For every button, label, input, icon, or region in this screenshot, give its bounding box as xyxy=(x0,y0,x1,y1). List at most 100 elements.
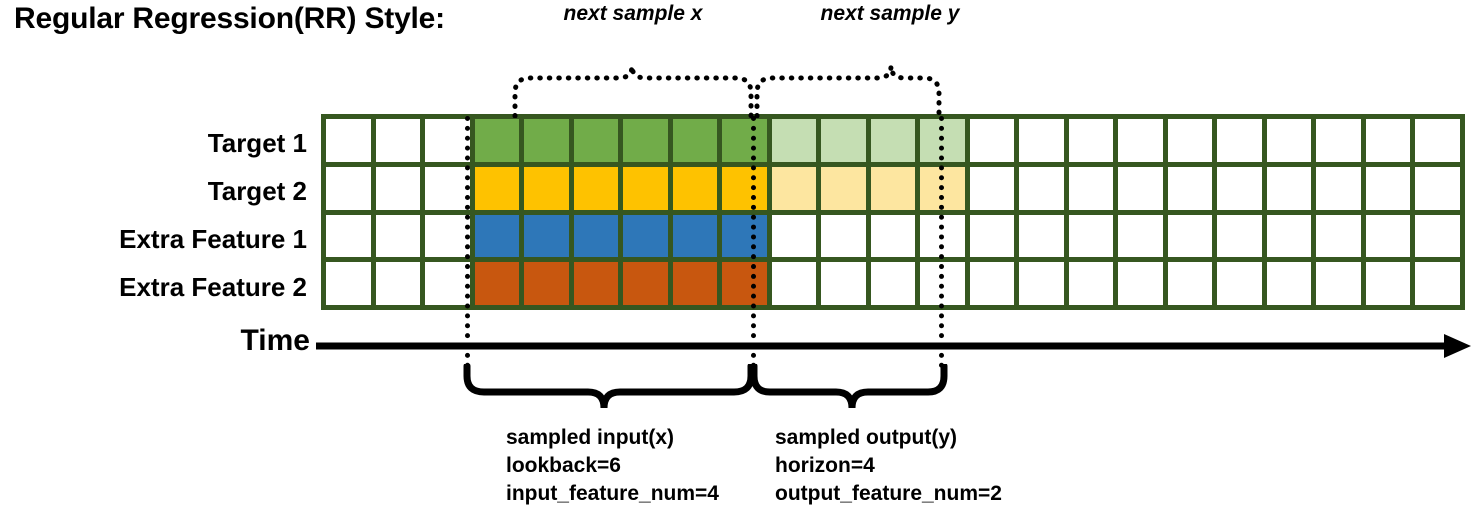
row-label-extra-feature-2: Extra Feature 2 xyxy=(119,272,307,302)
grid-cell-target-2-18 xyxy=(1217,166,1262,210)
grid-cell-extra-feature-2-8 xyxy=(722,262,767,305)
grid-cell-target-2-14 xyxy=(1019,166,1064,210)
grid-cell-target-2-1 xyxy=(375,166,421,210)
grid-cell-extra-feature-2-16 xyxy=(1118,262,1163,305)
grid-cell-extra-feature-2-9 xyxy=(771,262,817,305)
grid-cell-target-1-3 xyxy=(474,119,520,162)
grid-cell-target-2-5 xyxy=(573,166,619,210)
guide-input-start xyxy=(465,116,470,368)
next-sample-x-brace xyxy=(512,65,754,118)
grid-cell-target-2-9 xyxy=(771,166,817,210)
time-axis-arrow xyxy=(316,334,1471,358)
grid-cell-target-2-22 xyxy=(1415,166,1460,210)
grid-cell-target-2-15 xyxy=(1068,166,1114,210)
grid-cell-extra-feature-1-13 xyxy=(969,214,1015,258)
grid-cell-target-1-4 xyxy=(524,119,569,162)
row-label-target-1: Target 1 xyxy=(207,128,307,158)
grid-cell-target-2-0 xyxy=(326,166,371,210)
grid-cell-extra-feature-2-15 xyxy=(1068,262,1114,305)
grid-cell-extra-feature-1-0 xyxy=(326,214,371,258)
grid-cell-extra-feature-1-18 xyxy=(1217,214,1262,258)
grid-cell-target-1-1 xyxy=(375,119,421,162)
grid-cell-extra-feature-1-20 xyxy=(1316,214,1361,258)
grid-cell-extra-feature-2-22 xyxy=(1415,262,1460,305)
row-label-target-2: Target 2 xyxy=(207,176,307,206)
grid-cell-target-1-18 xyxy=(1217,119,1262,162)
next-sample-x-label: next sample x xyxy=(563,2,703,25)
grid-cell-target-1-21 xyxy=(1365,119,1411,162)
grid-cell-target-1-8 xyxy=(722,119,767,162)
time-axis-label: Time xyxy=(240,324,310,357)
grid-cell-extra-feature-1-21 xyxy=(1365,214,1411,258)
sampled-input-line-2: lookback=6 xyxy=(506,453,621,477)
grid-cell-target-1-17 xyxy=(1167,119,1213,162)
grid-cell-extra-feature-1-7 xyxy=(672,214,718,258)
grid-cell-extra-feature-2-20 xyxy=(1316,262,1361,305)
grid-cell-target-1-19 xyxy=(1266,119,1312,162)
grid-cell-extra-feature-1-22 xyxy=(1415,214,1460,258)
timeline-grid xyxy=(321,114,1465,310)
next-sample-y-label: next sample y xyxy=(820,2,960,25)
grid-cell-extra-feature-2-14 xyxy=(1019,262,1064,305)
grid-cell-extra-feature-1-6 xyxy=(623,214,668,258)
sampled-input-line-1: sampled input(x) xyxy=(506,426,675,449)
grid-cell-extra-feature-1-15 xyxy=(1068,214,1114,258)
grid-cell-target-1-15 xyxy=(1068,119,1114,162)
grid-cell-target-1-9 xyxy=(771,119,817,162)
grid-row-extra-feature-1 xyxy=(326,214,1460,258)
grid-cell-extra-feature-1-3 xyxy=(474,214,520,258)
sampled-output-line-2: horizon=4 xyxy=(775,453,875,477)
grid-cell-extra-feature-2-11 xyxy=(870,262,916,305)
grid-cell-target-2-6 xyxy=(623,166,668,210)
row-label-extra-feature-1: Extra Feature 1 xyxy=(119,224,307,254)
grid-cell-extra-feature-1-16 xyxy=(1118,214,1163,258)
grid-cell-extra-feature-2-17 xyxy=(1167,262,1213,305)
grid-cell-target-2-8 xyxy=(722,166,767,210)
sampled-input-brace xyxy=(463,364,755,409)
sampled-output-caption: sampled output(y) horizon=4 output_featu… xyxy=(775,424,1002,508)
guide-input-end xyxy=(751,116,756,368)
row-label-column: Target 1 Target 2 Extra Feature 1 Extra … xyxy=(0,116,320,308)
grid-cell-extra-feature-1-17 xyxy=(1167,214,1213,258)
grid-cell-target-2-13 xyxy=(969,166,1015,210)
grid-cell-target-1-10 xyxy=(821,119,866,162)
sampled-output-line-3: output_feature_num=2 xyxy=(775,481,1002,505)
grid-cell-target-1-14 xyxy=(1019,119,1064,162)
next-sample-y-brace xyxy=(754,65,942,118)
grid-cell-target-1-6 xyxy=(623,119,668,162)
grid-cell-target-1-20 xyxy=(1316,119,1361,162)
sampled-output-brace xyxy=(750,364,948,409)
grid-cell-target-2-16 xyxy=(1118,166,1163,210)
grid-cell-extra-feature-2-19 xyxy=(1266,262,1312,305)
grid-cell-target-2-20 xyxy=(1316,166,1361,210)
grid-cell-extra-feature-2-21 xyxy=(1365,262,1411,305)
grid-cell-extra-feature-1-1 xyxy=(375,214,421,258)
grid-cell-target-2-10 xyxy=(821,166,866,210)
grid-cell-target-1-0 xyxy=(326,119,371,162)
grid-cell-extra-feature-2-1 xyxy=(375,262,421,305)
grid-cell-extra-feature-2-6 xyxy=(623,262,668,305)
grid-cell-target-1-2 xyxy=(425,119,470,162)
guide-output-end xyxy=(939,116,944,368)
grid-cell-extra-feature-2-0 xyxy=(326,262,371,305)
grid-cell-extra-feature-1-5 xyxy=(573,214,619,258)
grid-cell-target-2-19 xyxy=(1266,166,1312,210)
grid-cell-extra-feature-1-8 xyxy=(722,214,767,258)
grid-cell-target-1-16 xyxy=(1118,119,1163,162)
page-title: Regular Regression(RR) Style: xyxy=(14,2,445,35)
grid-cell-extra-feature-2-4 xyxy=(524,262,569,305)
grid-cell-target-2-11 xyxy=(870,166,916,210)
grid-cell-extra-feature-2-7 xyxy=(672,262,718,305)
grid-cell-extra-feature-2-5 xyxy=(573,262,619,305)
grid-cell-target-1-7 xyxy=(672,119,718,162)
grid-cell-target-2-4 xyxy=(524,166,569,210)
grid-cell-extra-feature-1-2 xyxy=(425,214,470,258)
grid-cell-target-2-17 xyxy=(1167,166,1213,210)
grid-cell-extra-feature-2-18 xyxy=(1217,262,1262,305)
grid-row-target-1 xyxy=(326,119,1460,162)
grid-cell-target-2-7 xyxy=(672,166,718,210)
grid-row-target-2 xyxy=(326,166,1460,210)
grid-cell-target-1-11 xyxy=(870,119,916,162)
grid-cell-extra-feature-1-19 xyxy=(1266,214,1312,258)
